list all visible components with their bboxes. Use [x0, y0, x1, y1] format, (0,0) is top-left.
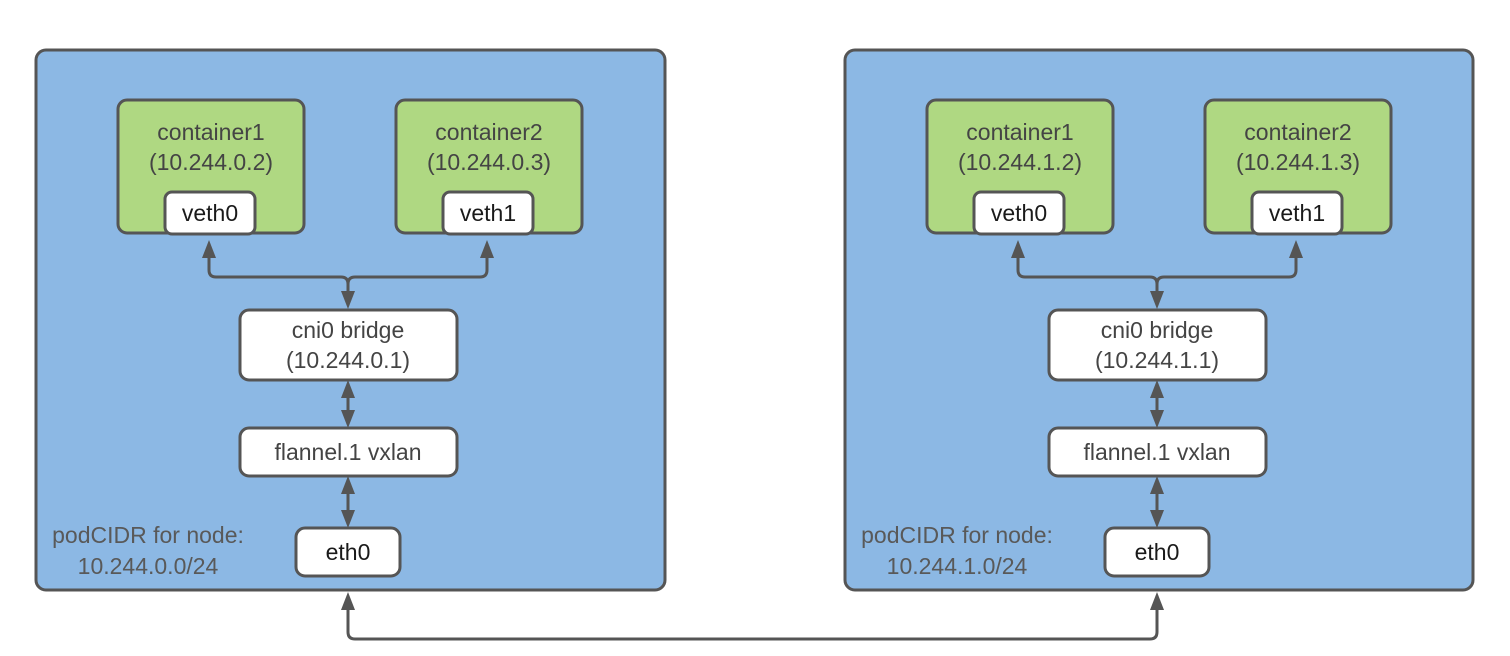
node-right-flannel-eth0-edge: [1150, 476, 1164, 528]
node-left-cni0-bridge[interactable]: cni0 bridge (10.244.0.1): [238, 308, 459, 382]
node-right-podcidr-label: podCIDR for node:: [861, 522, 1053, 548]
node-right-veth1-label: veth1: [1269, 200, 1325, 226]
node-right-eth0-box[interactable]: [1103, 526, 1211, 578]
node-right-veth0-box[interactable]: [972, 190, 1066, 236]
node-left-container1-ip: (10.244.0.2): [149, 149, 273, 175]
node-left-veth1-box[interactable]: [441, 190, 535, 236]
node-left-eth0[interactable]: eth0: [294, 526, 402, 578]
node-left-container1-name: container1: [157, 119, 264, 145]
node-right-container2-name: container2: [1244, 119, 1351, 145]
node-left-veth-to-bridge-edges: [202, 240, 494, 309]
inter-node-eth0-link: [341, 592, 1164, 641]
node-left-container1[interactable]: container1 (10.244.0.2) veth0: [116, 98, 306, 236]
node-left-eth0-label: eth0: [326, 539, 371, 565]
node-right-cni0-name: cni0 bridge: [1101, 317, 1214, 343]
node-right-container1-name: container1: [966, 119, 1073, 145]
node-right-cni0-ip: (10.244.1.1): [1095, 347, 1219, 373]
node-left-container2[interactable]: container2 (10.244.0.3) veth1: [394, 98, 584, 236]
node-left-flannel-vxlan[interactable]: flannel.1 vxlan: [238, 426, 459, 478]
node-left-veth0-label: veth0: [182, 200, 238, 226]
node-right-bridge-flannel-edge: [1150, 380, 1164, 428]
node-right-veth1-box[interactable]: [1250, 190, 1344, 236]
node-left-flannel-eth0-edge: [341, 476, 355, 528]
node-right-cni0-bridge[interactable]: cni0 bridge (10.244.1.1): [1047, 308, 1268, 382]
node-left-cni0-name: cni0 bridge: [292, 317, 405, 343]
node-right-flannel-box[interactable]: [1047, 426, 1268, 478]
node-right-flannel-vxlan[interactable]: flannel.1 vxlan: [1047, 426, 1268, 478]
node-left-container2-name: container2: [435, 119, 542, 145]
node-right-eth0[interactable]: eth0: [1103, 526, 1211, 578]
node-right-eth0-label: eth0: [1135, 539, 1180, 565]
node-right-veth0-label: veth0: [991, 200, 1047, 226]
arrow-up-to-veth1: [480, 240, 494, 258]
node-left-flannel-label: flannel.1 vxlan: [274, 439, 421, 465]
node-right-flannel-label: flannel.1 vxlan: [1083, 439, 1230, 465]
node-left-bridge-flannel-edge: [341, 380, 355, 428]
node-left-podcidr-value: 10.244.0.0/24: [78, 553, 219, 579]
node-right-container1-ip: (10.244.1.2): [958, 149, 1082, 175]
arrow-down-to-bridge: [341, 291, 355, 309]
node-right[interactable]: podCIDR for node: 10.244.1.0/24 containe…: [843, 48, 1475, 592]
arrow-up-to-veth0: [202, 240, 216, 258]
node-left-eth0-box[interactable]: [294, 526, 402, 578]
node-left[interactable]: podCIDR for node: 10.244.0.0/24 containe…: [34, 48, 667, 592]
arrow-up-left-eth0: [341, 592, 355, 610]
arrow-up-to-veth1: [1289, 240, 1303, 258]
arrow-up-to-veth0: [1011, 240, 1025, 258]
node-right-container2-ip: (10.244.1.3): [1236, 149, 1360, 175]
arrow-down-to-bridge: [1150, 291, 1164, 309]
node-left-container2-ip: (10.244.0.3): [427, 149, 551, 175]
node-left-podcidr-label: podCIDR for node:: [52, 522, 244, 548]
node-left-veth0-box[interactable]: [163, 190, 257, 236]
node-right-podcidr-value: 10.244.1.0/24: [887, 553, 1028, 579]
node-left-flannel-box[interactable]: [238, 426, 459, 478]
node-right-cni0-box[interactable]: [1047, 308, 1268, 382]
node-right-container1[interactable]: container1 (10.244.1.2) veth0: [925, 98, 1115, 236]
node-right-container2[interactable]: container2 (10.244.1.3) veth1: [1203, 98, 1393, 236]
node-right-veth-to-bridge-edges: [1011, 240, 1303, 309]
node-left-veth1-label: veth1: [460, 200, 516, 226]
node-left-cni0-box[interactable]: [238, 308, 459, 382]
arrow-up-right-eth0: [1150, 592, 1164, 610]
node-left-cni0-ip: (10.244.0.1): [286, 347, 410, 373]
